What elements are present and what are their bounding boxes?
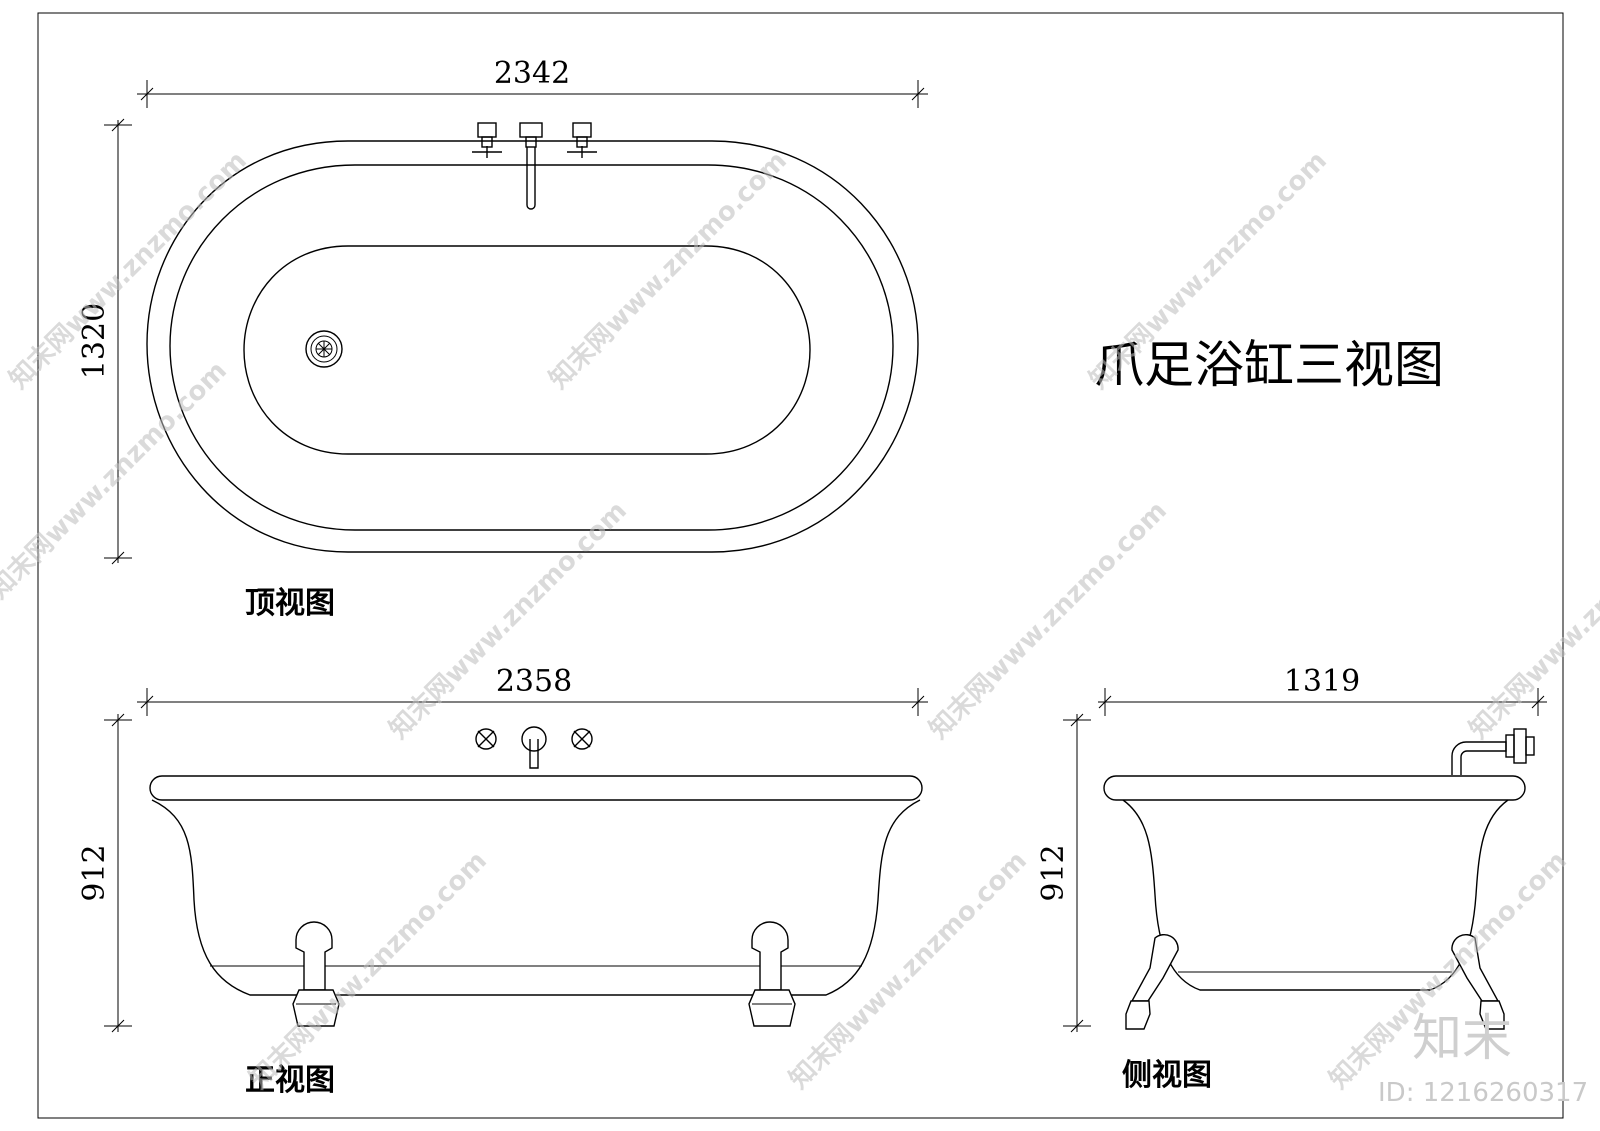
front-view-body: [151, 799, 921, 996]
top-view-height-dim-text: 1320: [77, 303, 112, 379]
top-view: 2342 1320 顶视图: [77, 56, 928, 621]
top-view-caption: 顶视图: [245, 586, 335, 621]
top-view-basin: [243, 245, 811, 455]
watermark-text: 知末网www.znzmo.com: [384, 496, 633, 745]
top-view-outer-rim: [146, 140, 919, 553]
side-view-height-dimension: 912: [1036, 713, 1091, 1033]
front-view-faucet-icon: [475, 726, 593, 769]
top-view-height-dimension: 1320: [77, 118, 132, 565]
side-view-caption: 侧视图: [1122, 1058, 1212, 1093]
front-view-caption: 正视图: [245, 1063, 335, 1098]
front-view-width-dim-text: 2358: [496, 664, 572, 699]
top-view-inner-rim: [169, 164, 894, 531]
drawing-border: [37, 12, 1564, 1119]
side-view-right-claw-foot: [1451, 933, 1505, 1030]
front-view-rim: [149, 775, 923, 801]
front-view: 2358 912 正视图: [77, 664, 928, 1098]
watermark-text: 知末网www.znzmo.com: [244, 846, 493, 1095]
front-view-right-claw-foot: [748, 921, 796, 1027]
top-view-width-dim-text: 2342: [494, 56, 570, 91]
side-view-width-dim-text: 1319: [1284, 664, 1360, 699]
side-view-left-claw-foot: [1125, 933, 1179, 1030]
side-view-body: [1122, 799, 1509, 991]
watermark-text: 知末网www.znzmo.com: [0, 356, 233, 605]
front-view-width-dimension: 2358: [137, 664, 928, 716]
side-view-faucet-icon: [1451, 728, 1535, 775]
watermark-text: 知末网www.znzmo.com: [784, 846, 1033, 1095]
front-view-left-claw-foot: [292, 921, 340, 1027]
front-view-height-dimension: 912: [77, 713, 132, 1033]
side-view-width-dimension: 1319: [1098, 664, 1547, 716]
watermark-text: 知末网www.znzmo.com: [544, 146, 793, 395]
image-id: ID: 1216260317: [1378, 1078, 1588, 1108]
watermark-layer: 知末网www.znzmo.com 知末网www.znzmo.com 知末网www…: [0, 146, 1600, 1095]
front-view-height-dim-text: 912: [77, 844, 112, 901]
side-view-height-dim-text: 912: [1036, 844, 1071, 901]
watermark-text: 知末网www.znzmo.com: [4, 146, 253, 395]
top-view-drain-icon: [305, 330, 343, 368]
top-view-faucet-icon: [472, 122, 597, 210]
top-view-width-dimension: 2342: [137, 56, 928, 108]
side-view-rim: [1103, 775, 1526, 801]
watermark-text: 知末网www.znzmo.com: [924, 496, 1173, 745]
side-view: 1319 912 侧视图: [1036, 664, 1547, 1093]
drawing-title: 爪足浴缸三视图: [1094, 336, 1444, 394]
watermark-logo: 知末: [1412, 1009, 1512, 1067]
